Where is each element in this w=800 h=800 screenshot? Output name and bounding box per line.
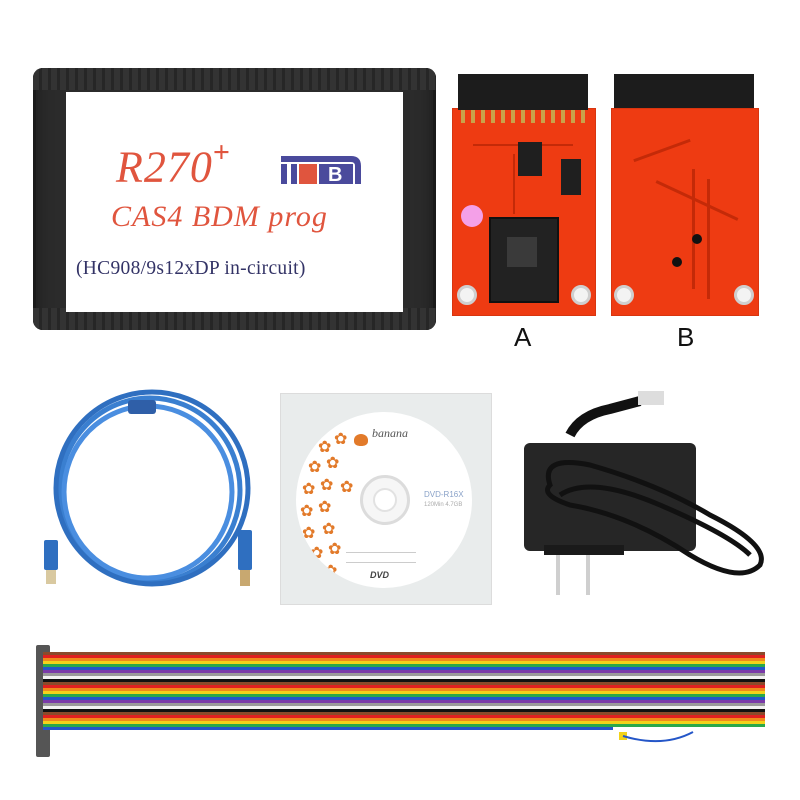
cd-brand: banana <box>372 426 408 440</box>
cd-brand-logo-icon <box>354 434 368 446</box>
device-description: (HC908/9s12xDP in-circuit) <box>76 258 306 279</box>
ic-chip <box>518 142 542 176</box>
device-label: R270+ B CAS4 BDM prog (HC908/9s12xDP in-… <box>66 92 403 312</box>
brand-logo-icon: B <box>281 156 361 184</box>
pcb-b-connector <box>614 74 754 108</box>
board-label-b: B <box>677 322 695 352</box>
model-name: R270 <box>116 142 213 192</box>
ic-chip <box>561 159 581 195</box>
model-suffix: + <box>212 136 231 169</box>
programmer-device: R270+ B CAS4 BDM prog (HC908/9s12xDP in-… <box>33 68 436 330</box>
usb-cable-icon <box>44 389 252 587</box>
pcb-board-b <box>611 108 759 316</box>
model-title: R270+ <box>116 136 231 193</box>
cd-format: DVD-R16X <box>424 490 464 499</box>
housing-ridge-top <box>33 68 436 90</box>
dvd-logo: DVD <box>370 570 390 580</box>
cd-hub <box>360 475 410 525</box>
housing-ridge-bottom <box>33 308 436 330</box>
device-subtitle: CAS4 BDM prog <box>111 200 328 233</box>
pcb-board-a <box>452 107 596 316</box>
board-label-a: A <box>514 322 532 352</box>
pcb-a-connector <box>458 74 588 110</box>
ribbon-cable-icon <box>43 652 765 743</box>
cd-hole <box>373 488 397 512</box>
capacitor <box>461 205 483 227</box>
cd-capacity: 120Min 4.7GB <box>424 502 463 508</box>
svg-text:B: B <box>328 164 342 184</box>
power-adapter-icon <box>524 391 764 595</box>
